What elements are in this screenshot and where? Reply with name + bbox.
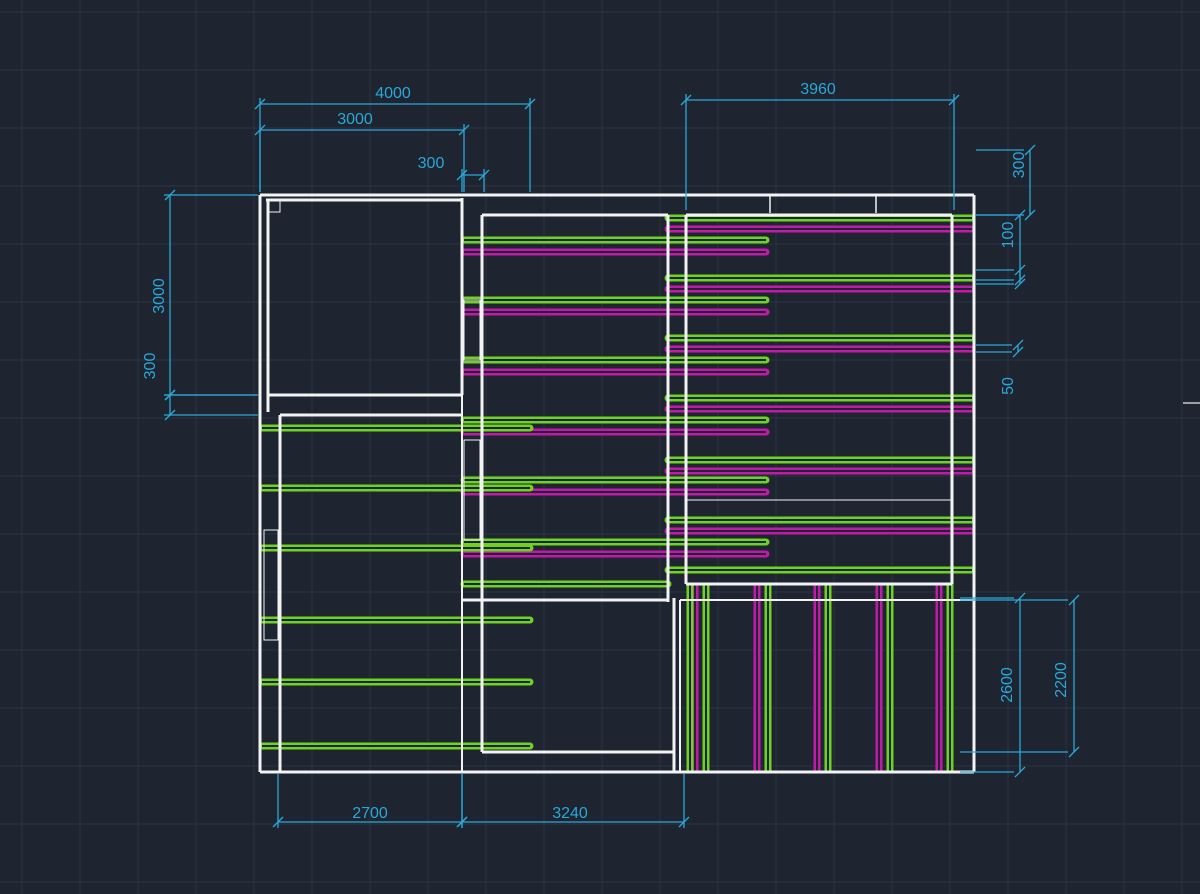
dim-right-2200-tick bbox=[1068, 594, 1080, 606]
dimension-labels: 4000 3000 300 3960 3000 300 300 100 50 2… bbox=[142, 81, 1070, 822]
dim-label-bottom-right: 3240 bbox=[552, 805, 588, 822]
dim-top-room-tick bbox=[254, 124, 266, 136]
dim-right-300-tick bbox=[1024, 144, 1036, 156]
dim-right-2600-tick bbox=[1014, 766, 1026, 778]
dim-top-overall-tick bbox=[254, 98, 266, 110]
dim-top-overall-tick bbox=[524, 98, 536, 110]
dim-right-100-tick bbox=[1014, 209, 1026, 221]
dim-label-left-wall: 300 bbox=[142, 353, 159, 380]
door-mark bbox=[263, 529, 279, 641]
dimension-lines bbox=[164, 94, 1080, 828]
dim-top-right-tick bbox=[680, 94, 692, 106]
dim-label-top-wall: 300 bbox=[418, 155, 445, 172]
dim-top-room-tick bbox=[458, 124, 470, 136]
dim-label-right-100: 100 bbox=[1000, 222, 1017, 249]
dim-label-right-2200: 2200 bbox=[1053, 662, 1070, 698]
dim-right-100b-tick bbox=[1014, 264, 1026, 276]
dim-label-right-300: 300 bbox=[1011, 152, 1028, 179]
dim-left-room-tick bbox=[164, 189, 176, 201]
dim-top-wall-tick bbox=[456, 169, 468, 181]
dim-top-wall-tick bbox=[478, 169, 490, 181]
dim-label-top-room: 3000 bbox=[337, 111, 373, 128]
heating-pipes bbox=[258, 214, 976, 772]
dim-left-wall-tick bbox=[164, 409, 176, 421]
dim-right-50-tick bbox=[1012, 346, 1024, 358]
dim-label-right-2600: 2600 bbox=[999, 667, 1016, 703]
dim-right-2200-tick bbox=[1068, 746, 1080, 758]
dim-label-right-50: 50 bbox=[1000, 377, 1017, 395]
dim-label-top-overall: 4000 bbox=[375, 85, 411, 102]
dim-top-right-tick bbox=[948, 94, 960, 106]
dim-bottom-right-tick bbox=[678, 816, 690, 828]
dim-bottom-left-tick bbox=[272, 816, 284, 828]
corner-mark bbox=[267, 199, 281, 213]
dim-label-top-right: 3960 bbox=[800, 81, 836, 98]
walls bbox=[258, 193, 976, 774]
dim-label-left-room: 3000 bbox=[151, 278, 168, 314]
dim-right-50-tick bbox=[1012, 339, 1024, 351]
dim-label-bottom-left: 2700 bbox=[352, 805, 388, 822]
dim-right-2600-tick bbox=[1014, 592, 1026, 604]
dim-bottom-right-tick bbox=[456, 816, 468, 828]
dim-right-100b-tick bbox=[1014, 278, 1026, 290]
dim-left-wall-tick bbox=[164, 389, 176, 401]
door-mark bbox=[463, 299, 481, 361]
dim-right-300-tick bbox=[1024, 209, 1036, 221]
door-mark bbox=[463, 439, 481, 541]
